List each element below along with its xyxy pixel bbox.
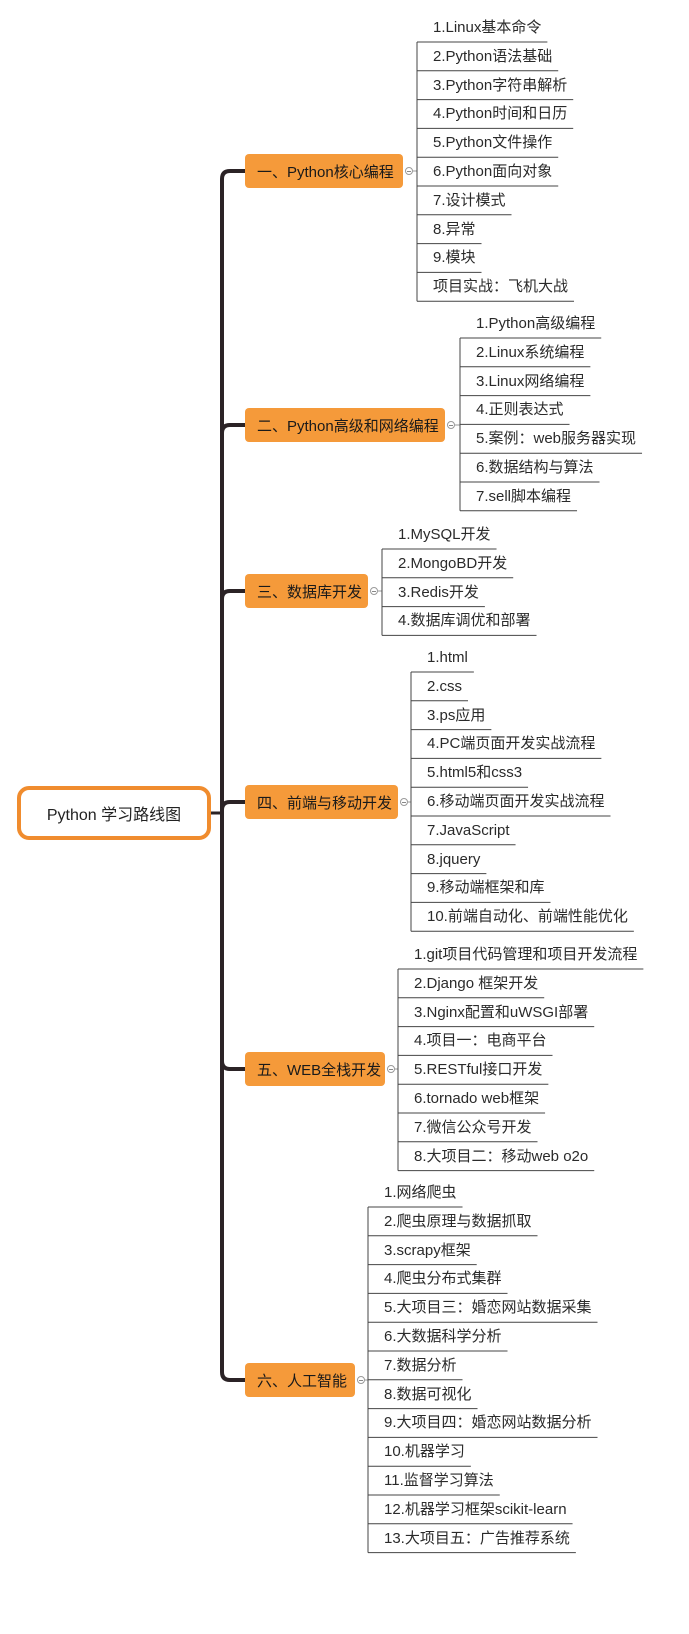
leaf-item[interactable]: 3.Python字符串解析 [433,76,568,94]
leaf-item[interactable]: 5.Python文件操作 [433,134,553,152]
root-label: Python 学习路线图 [46,807,182,824]
leaf-item[interactable]: 4.爬虫分布式集群 [384,1270,502,1288]
branch-connector [220,800,245,811]
branch-node-1[interactable]: 一、Python核心编程 [245,154,403,188]
branch-label: 一、Python核心编程 [257,163,394,181]
leaf-item[interactable]: 4.PC端页面开发实战流程 [427,735,596,753]
collapse-toggle-icon[interactable] [370,587,378,595]
leaf-item[interactable]: 2.Python语法基础 [433,47,553,65]
leaf-item[interactable]: 11.监督学习算法 [384,1472,494,1489]
leaf-item[interactable]: 1.html [427,649,468,666]
leaf-item[interactable]: 2.Linux系统编程 [476,343,585,361]
leaf-item[interactable]: 1.Linux基本命令 [433,19,542,36]
branch-connector [220,423,245,434]
leaf-item[interactable]: 2.爬虫原理与数据抓取 [384,1212,532,1230]
leaf-item[interactable]: 4.正则表达式 [476,401,564,419]
leaf-item[interactable]: 4.Python时间和日历 [433,105,568,123]
branch-node-6[interactable]: 六、人工智能 [245,1363,355,1397]
leaf-item[interactable]: 1.MySQL开发 [398,526,491,543]
leaf-item[interactable]: 6.移动端页面开发实战流程 [427,793,605,810]
branch-connector [220,169,245,180]
leaf-item[interactable]: 7.数据分析 [384,1356,457,1374]
branch-connector [220,1371,245,1382]
branch-node-5[interactable]: 五、WEB全栈开发 [245,1052,385,1086]
branch-label: 五、WEB全栈开发 [257,1061,382,1079]
leaf-item[interactable]: 4.项目一：电商平台 [414,1032,547,1050]
collapse-toggle-icon[interactable] [447,421,455,429]
leaf-item[interactable]: 3.Redis开发 [398,583,479,601]
leaf-item[interactable]: 5.案例：web服务器实现 [476,430,637,448]
collapse-toggle-icon[interactable] [405,167,413,175]
leaf-item[interactable]: 8.大项目二：移动web o2o [414,1147,589,1165]
leaf-item[interactable]: 1.网络爬虫 [384,1184,457,1201]
branch-label: 六、人工智能 [257,1372,348,1390]
leaf-item[interactable]: 2.MongoBD开发 [398,554,508,572]
branch-label: 四、前端与移动开发 [257,794,393,812]
leaf-item[interactable]: 4.数据库调优和部署 [398,612,531,630]
leaf-item[interactable]: 6.Python面向对象 [433,163,553,180]
leaf-item[interactable]: 7.JavaScript [427,821,510,839]
leaf-item[interactable]: 1.git项目代码管理和项目开发流程 [414,946,638,963]
leaf-item[interactable]: 10.机器学习 [384,1443,465,1461]
leaf-item[interactable]: 12.机器学习框架scikit-learn [384,1500,567,1518]
leaf-item[interactable]: 3.scrapy框架 [384,1241,471,1259]
leaf-item[interactable]: 3.ps应用 [427,706,486,724]
leaf-item[interactable]: 9.模块 [433,249,476,267]
leaf-item[interactable]: 7.设计模式 [433,191,506,209]
branch-node-2[interactable]: 二、Python高级和网络编程 [245,408,445,442]
branch-connector [220,1060,245,1071]
branch-node-3[interactable]: 三、数据库开发 [245,574,368,608]
leaf-item[interactable]: 9.大项目四：婚恋网站数据分析 [384,1414,592,1432]
branch-label: 二、Python高级和网络编程 [257,417,439,435]
leaf-item[interactable]: 10.前端自动化、前端性能优化 [427,908,628,926]
leaf-item[interactable]: 6.数据结构与算法 [476,459,594,476]
root-node[interactable]: Python 学习路线图 [17,786,211,840]
leaf-item[interactable]: 2.Django 框架开发 [414,974,539,992]
leaf-item[interactable]: 7.微信公众号开发 [414,1118,532,1136]
leaf-item[interactable]: 6.大数据科学分析 [384,1328,502,1345]
branch-connector [220,589,245,600]
collapse-toggle-icon[interactable] [400,798,408,806]
leaf-item[interactable]: 8.数据可视化 [384,1385,472,1403]
collapse-toggle-icon[interactable] [387,1065,395,1073]
leaf-item[interactable]: 3.Linux网络编程 [476,372,585,390]
leaf-item[interactable]: 3.Nginx配置和uWSGI部署 [414,1003,589,1021]
leaf-item[interactable]: 13.大项目五：广告推荐系统 [384,1529,570,1547]
leaf-item[interactable]: 9.移动端框架和库 [427,879,545,897]
leaf-item[interactable]: 5.大项目三：婚恋网站数据采集 [384,1299,592,1317]
leaf-item[interactable]: 7.sell脚本编程 [476,487,572,505]
branch-node-4[interactable]: 四、前端与移动开发 [245,785,398,819]
leaf-item[interactable]: 8.jquery [427,850,481,868]
leaf-item[interactable]: 8.异常 [433,220,476,238]
leaf-item[interactable]: 6.tornado web框架 [414,1090,540,1107]
collapse-toggle-icon[interactable] [357,1376,365,1384]
leaf-item[interactable]: 项目实战：飞机大战 [433,278,569,296]
leaf-item[interactable]: 1.Python高级编程 [476,315,596,332]
leaf-item[interactable]: 5.RESTful接口开发 [414,1061,543,1079]
branch-label: 三、数据库开发 [257,583,363,601]
leaf-item[interactable]: 2.css [427,677,463,695]
leaf-item[interactable]: 5.html5和css3 [427,764,523,782]
